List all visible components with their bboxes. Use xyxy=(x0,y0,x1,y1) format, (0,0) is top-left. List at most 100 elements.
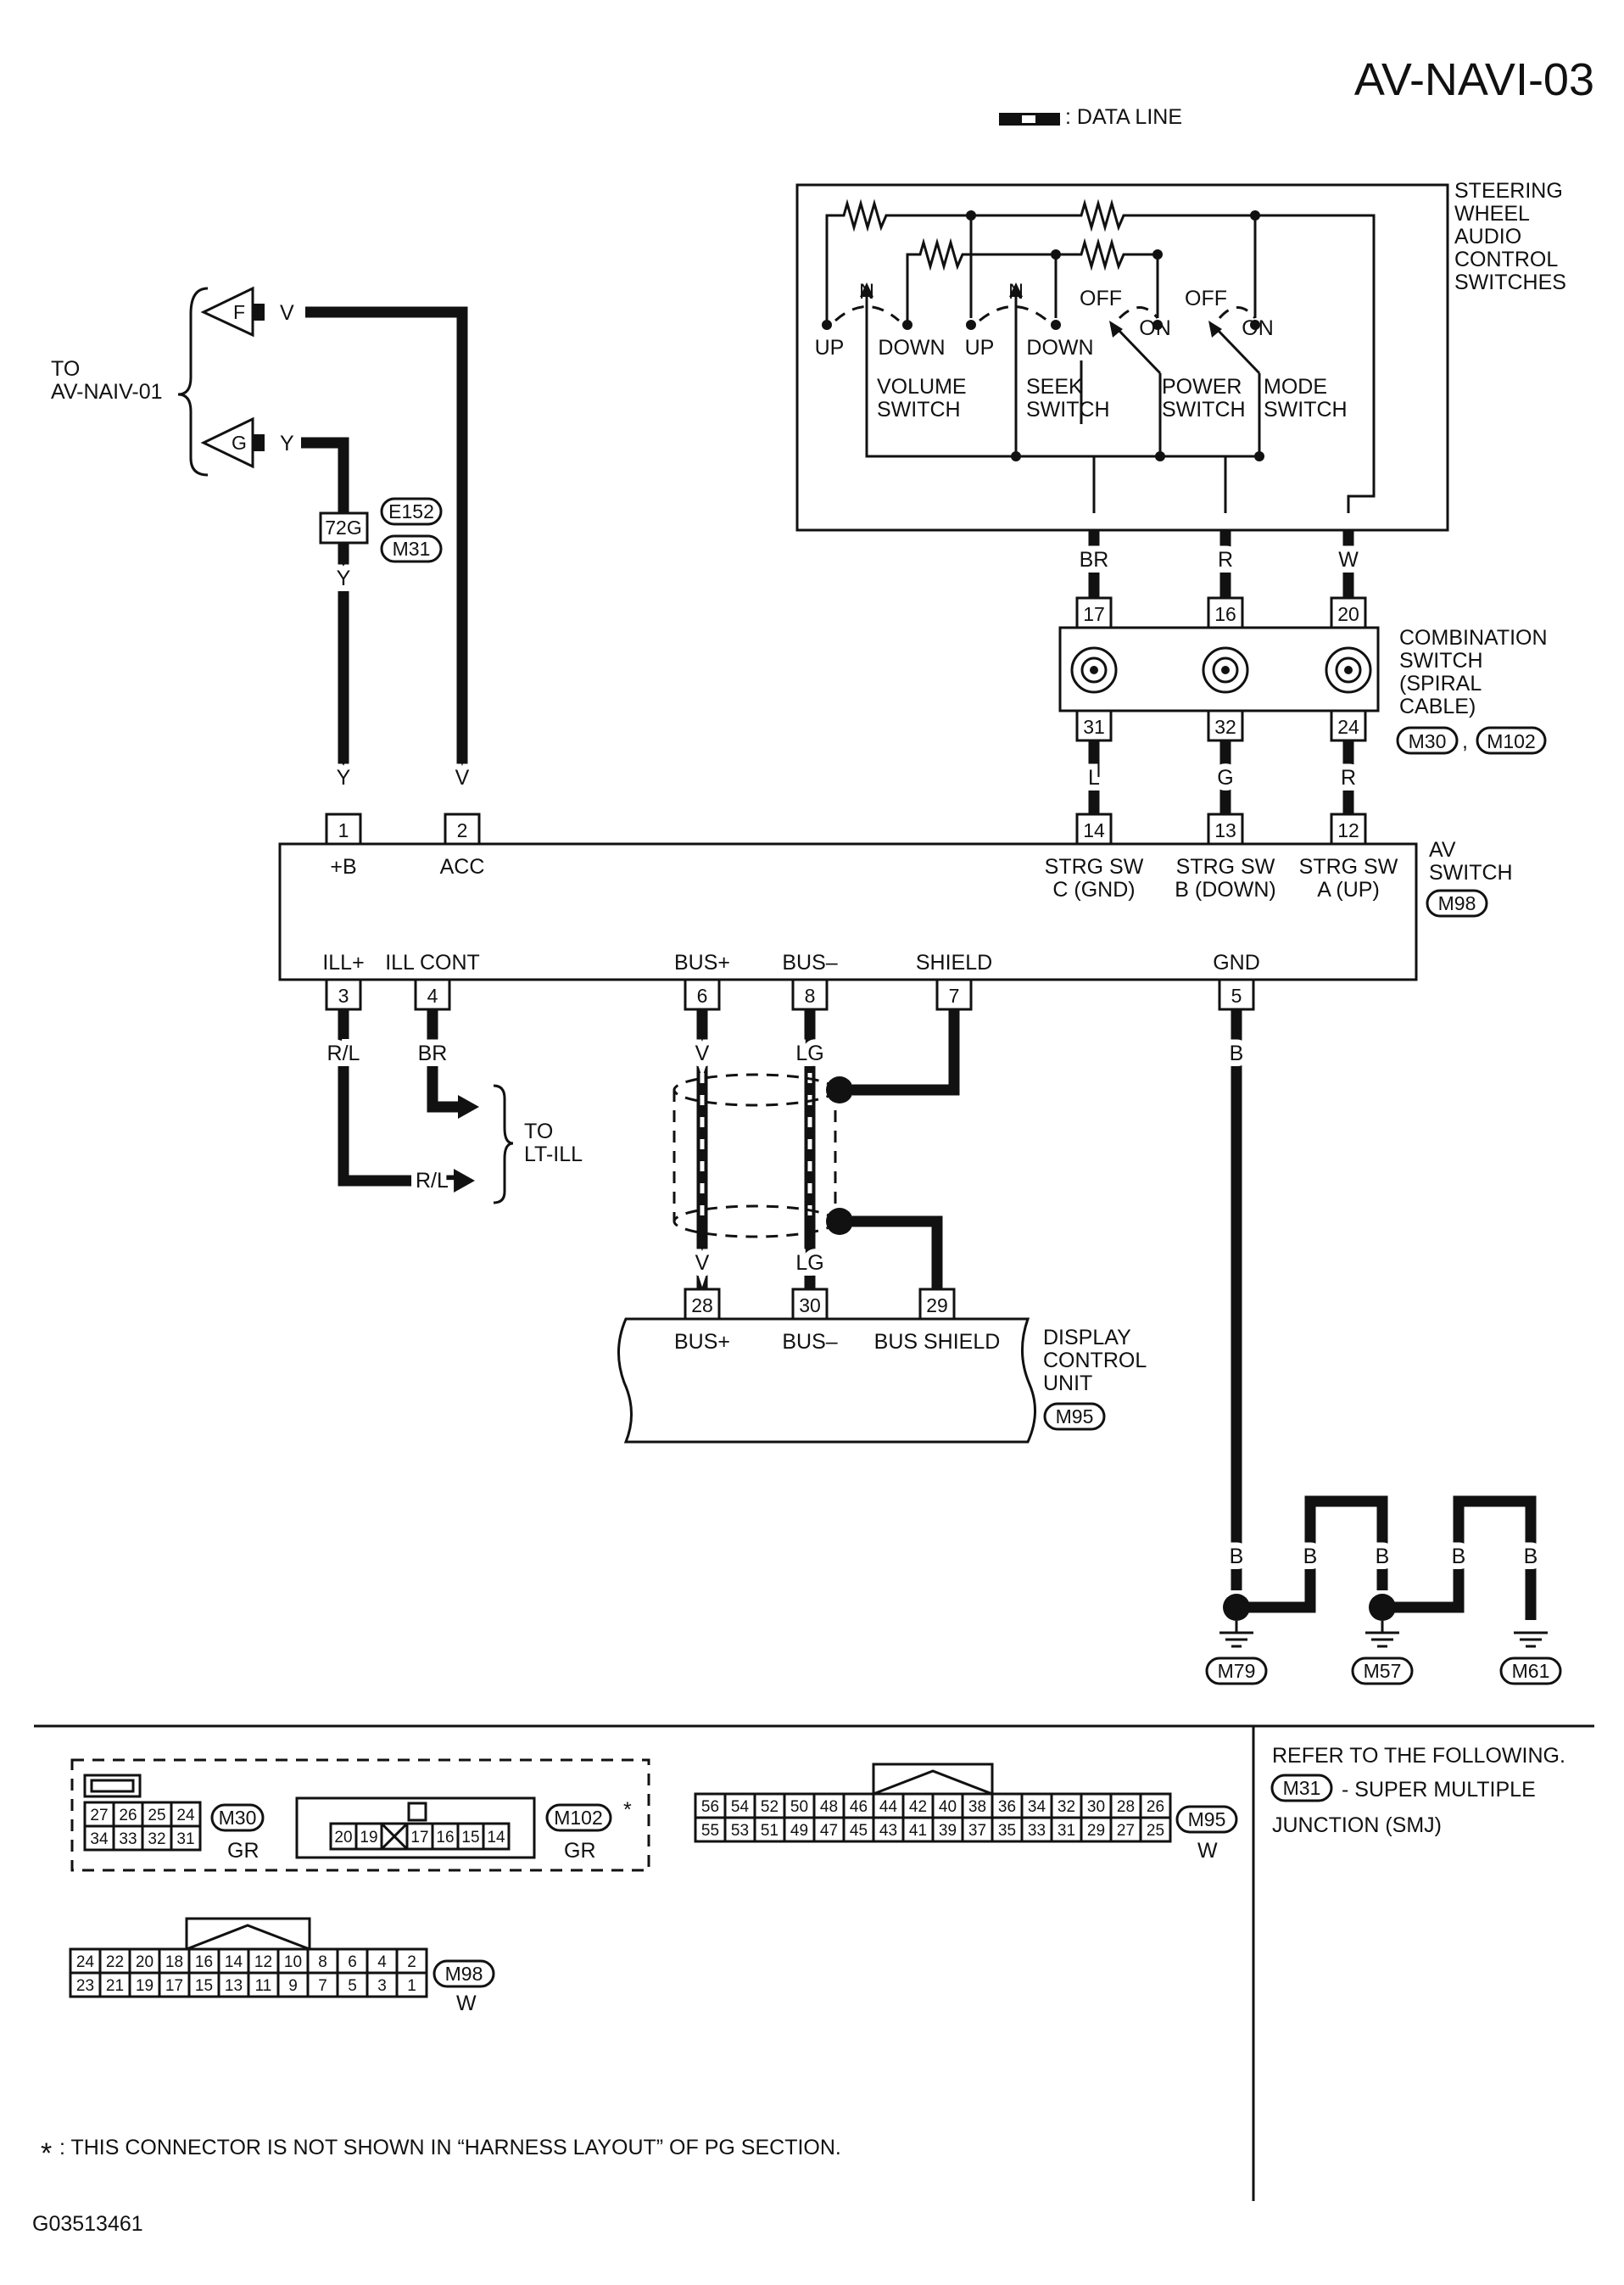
svg-text:20: 20 xyxy=(1337,603,1359,625)
wire-label-r: R xyxy=(1218,548,1233,572)
pin-number: 3 xyxy=(377,1977,387,1995)
svg-text:29: 29 xyxy=(926,1294,948,1316)
strg-sw-wires: L G R xyxy=(1082,740,1362,814)
svg-text:ILL CONT: ILL CONT xyxy=(385,951,480,975)
combination-switch-bottom-pins: 31 32 24 xyxy=(1075,709,1367,742)
pin-number: 42 xyxy=(909,1798,927,1816)
svg-text:1: 1 xyxy=(338,819,349,841)
svg-text:17: 17 xyxy=(1083,603,1105,625)
combination-switch: 17 16 20 31 32 24 COMBINATION SWITCH (SP… xyxy=(1058,596,1548,755)
pin-number: 4 xyxy=(377,1953,387,1971)
svg-text:72G: 72G xyxy=(325,517,361,539)
pin-number: 9 xyxy=(288,1977,298,1995)
pin-number: 25 xyxy=(148,1807,165,1824)
pin-number: 6 xyxy=(348,1953,357,1971)
pin-number: 19 xyxy=(136,1977,153,1995)
pin-number: 15 xyxy=(195,1977,213,1995)
svg-text:7: 7 xyxy=(949,985,960,1007)
svg-text:M98: M98 xyxy=(1438,892,1476,914)
svg-text:Y: Y xyxy=(337,567,351,590)
svg-text:BUS SHIELD: BUS SHIELD xyxy=(874,1330,1001,1354)
svg-text:STRG SW: STRG SW xyxy=(1045,855,1144,879)
svg-text:30: 30 xyxy=(799,1294,821,1316)
svg-text:V: V xyxy=(455,766,470,790)
svg-text:GR: GR xyxy=(564,1839,596,1863)
svg-text:B: B xyxy=(1230,1545,1244,1568)
svg-text:6: 6 xyxy=(697,985,708,1007)
svg-text:ACC: ACC xyxy=(440,855,485,879)
svg-text:B: B xyxy=(1452,1545,1466,1568)
pin-number: 29 xyxy=(1087,1822,1105,1840)
pin-number: 53 xyxy=(731,1822,749,1840)
steering-switch-box xyxy=(795,183,1449,532)
svg-text:SWITCH: SWITCH xyxy=(1399,649,1483,673)
pin-number: 8 xyxy=(318,1953,327,1971)
svg-text:B (DOWN): B (DOWN) xyxy=(1175,878,1275,902)
svg-text:COMBINATION: COMBINATION xyxy=(1399,626,1548,650)
svg-text:BR: BR xyxy=(418,1042,448,1065)
illumination-wires: R/L BR R/L TO LT-ILL xyxy=(321,1009,583,1204)
av-switch-bottom-pins: ILL+ 3 ILL CONT 4 BUS+ 6 BUS– 8 SHIELD 7… xyxy=(322,951,1260,1011)
svg-text:LT-ILL: LT-ILL xyxy=(524,1142,583,1166)
pin-number: 31 xyxy=(1058,1822,1075,1840)
svg-text:*: * xyxy=(623,1798,632,1822)
pin-number: 5 xyxy=(348,1977,357,1995)
pin-number: 47 xyxy=(820,1822,838,1840)
svg-text:R: R xyxy=(1341,766,1356,790)
svg-text:31: 31 xyxy=(1083,716,1105,738)
page-title: AV-NAVI-03 xyxy=(1354,54,1594,105)
pin-cell xyxy=(170,1824,202,1852)
figure-id: G03513461 xyxy=(32,2212,143,2236)
svg-text:M30: M30 xyxy=(219,1807,257,1829)
display-control-unit: 28 BUS+ 30 BUS– 29 BUS SHIELD DISPLAY CO… xyxy=(617,1288,1147,1444)
mode-switch-label: MODE xyxy=(1264,375,1327,399)
svg-text:ILL+: ILL+ xyxy=(322,951,364,975)
svg-text:ON: ON xyxy=(1139,316,1171,340)
footnote-star: * xyxy=(41,2137,52,2170)
svg-text:STEERING: STEERING xyxy=(1454,179,1563,203)
pin-number: 24 xyxy=(76,1953,95,1971)
pin-number: 44 xyxy=(879,1798,898,1816)
svg-text:SWITCH: SWITCH xyxy=(1429,861,1513,885)
svg-text:A (UP): A (UP) xyxy=(1317,878,1380,902)
svg-text:M61: M61 xyxy=(1512,1660,1550,1682)
volume-switch-label: VOLUME xyxy=(877,375,967,399)
svg-text:32: 32 xyxy=(1214,716,1236,738)
svg-text:SWITCHES: SWITCHES xyxy=(1454,271,1566,294)
pin-number: 48 xyxy=(820,1798,838,1816)
pin-number: 10 xyxy=(284,1953,302,1971)
steering-switch-name: STEERING WHEEL AUDIO CONTROL SWITCHES xyxy=(1454,179,1566,294)
pin-number: 16 xyxy=(195,1953,213,1971)
svg-text:OFF: OFF xyxy=(1185,287,1227,310)
switch-contact-labels: N N UP DOWN UP DOWN OFF ON OFF ON VOLUME… xyxy=(815,280,1348,422)
pin-number: 20 xyxy=(334,1829,352,1846)
svg-text:+B: +B xyxy=(330,855,356,879)
svg-text:16: 16 xyxy=(1214,603,1236,625)
pin-number: 33 xyxy=(119,1830,137,1848)
pin-number: 24 xyxy=(176,1807,195,1824)
pin-number: 23 xyxy=(76,1977,94,1995)
svg-text:B: B xyxy=(1303,1545,1318,1568)
pin-number: 54 xyxy=(731,1798,750,1816)
pin-number: 14 xyxy=(487,1829,505,1846)
svg-text:V: V xyxy=(280,301,294,325)
svg-text:LG: LG xyxy=(795,1251,823,1275)
connector-ref-f: F V xyxy=(200,286,294,338)
svg-text:STRG SW: STRG SW xyxy=(1176,855,1275,879)
svg-text:V: V xyxy=(695,1042,710,1065)
svg-text:AV-NAIV-01: AV-NAIV-01 xyxy=(51,380,163,404)
empty-pin-mark xyxy=(380,1822,409,1851)
svg-text:M95: M95 xyxy=(1056,1405,1094,1427)
svg-text:- SUPER MULTIPLE: - SUPER MULTIPLE xyxy=(1342,1778,1536,1802)
pin-number: 15 xyxy=(461,1829,479,1846)
svg-text:W: W xyxy=(456,1992,477,2015)
svg-text:M57: M57 xyxy=(1364,1660,1402,1682)
pin-number: 26 xyxy=(1147,1798,1164,1816)
data-bus: V LG V LG xyxy=(672,1009,960,1289)
svg-text:B: B xyxy=(1376,1545,1390,1568)
svg-text:3: 3 xyxy=(338,985,349,1007)
svg-text:28: 28 xyxy=(691,1294,713,1316)
svg-text:LG: LG xyxy=(795,1042,823,1065)
svg-text:,: , xyxy=(1462,729,1468,753)
